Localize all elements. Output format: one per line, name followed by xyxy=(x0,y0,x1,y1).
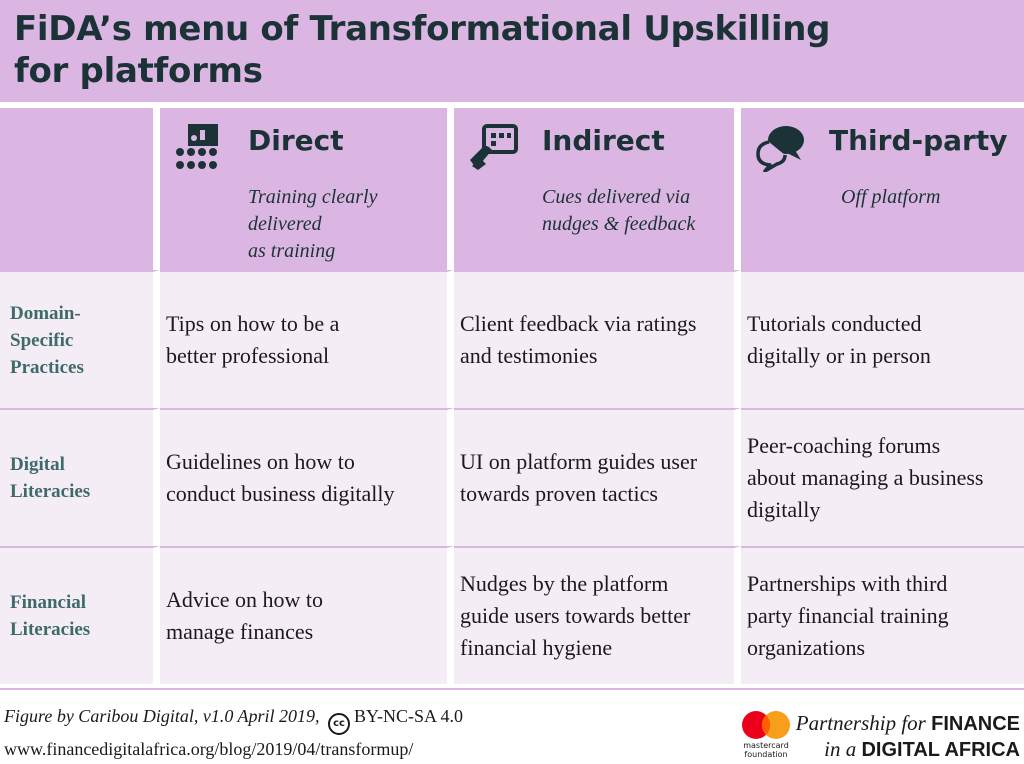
text-line: about managing a business xyxy=(747,465,984,490)
table-cell: Tutorials conducted digitally or in pers… xyxy=(741,270,1024,408)
column-label-indirect: Indirect xyxy=(542,124,665,157)
text-line: digitally xyxy=(747,497,821,522)
label-line: Specific xyxy=(10,329,74,351)
sub-line: delivered xyxy=(248,213,322,235)
table-bottom-divider xyxy=(0,688,1024,690)
cell-text: Client feedback via ratings and testimon… xyxy=(454,308,704,372)
label-line: Literacies xyxy=(10,481,91,502)
mastercard-logo-icon xyxy=(742,711,790,739)
pfda-caps: DIGITAL AFRICA xyxy=(861,739,1020,761)
figure-credit: Figure by Caribou Digital, v1.0 April 20… xyxy=(4,702,463,764)
table-cell: Partnerships with third party financial … xyxy=(741,546,1024,684)
text-line: organizations xyxy=(747,635,866,660)
text-line: manage finances xyxy=(166,619,314,644)
row-label: Domain- Specific Practices xyxy=(10,300,84,381)
row-label-cell: Financial Literacies xyxy=(0,546,160,684)
text-line: better professional xyxy=(166,343,330,368)
page-title: FiDA’s menu of Transformational Upskilli… xyxy=(14,8,1024,92)
text-line: Tips on how to be a xyxy=(166,311,340,336)
label-line: Literacies xyxy=(10,619,91,640)
figure-by-text: Figure by Caribou Digital, v1.0 April 20… xyxy=(4,706,320,726)
table-cell: Advice on how to manage finances xyxy=(160,546,454,684)
table-cell: UI on platform guides user towards prove… xyxy=(454,408,741,546)
source-url[interactable]: www.financedigitalafrica.org/blog/2019/0… xyxy=(4,739,414,759)
table-header-row: Direct Training clearly delivered as tra… xyxy=(0,108,1024,270)
cell-text: Peer-coaching forums about managing a bu… xyxy=(741,430,991,526)
text-line: financial hygiene xyxy=(460,635,613,660)
table-cell: Peer-coaching forums about managing a bu… xyxy=(741,408,1024,546)
pfda-caps: FINANCE xyxy=(931,713,1020,735)
sub-line: Training clearly xyxy=(248,186,378,208)
text-line: towards proven tactics xyxy=(460,481,658,506)
text-line: party financial training xyxy=(747,603,949,628)
table-cell: Guidelines on how to conduct business di… xyxy=(160,408,454,546)
cell-text: Advice on how to manage finances xyxy=(160,584,331,648)
column-header-direct: Direct Training clearly delivered as tra… xyxy=(160,108,454,270)
text-line: digitally or in person xyxy=(747,343,931,368)
tablet-hand-icon xyxy=(470,124,518,170)
text-line: Tutorials conducted xyxy=(747,311,922,336)
mastercard-foundation-text: mastercard foundation xyxy=(738,741,794,759)
label-line: Financial xyxy=(10,592,87,613)
cell-text: Tutorials conducted digitally or in pers… xyxy=(741,308,939,372)
partnership-logo-text: Partnership for FINANCE in a DIGITAL AFR… xyxy=(796,711,1020,763)
row-label-cell: Domain- Specific Practices xyxy=(0,270,160,408)
text-line: and testimonies xyxy=(460,343,598,368)
title-banner: FiDA’s menu of Transformational Upskilli… xyxy=(0,0,1024,102)
column-label-third-party: Third-party xyxy=(829,124,1008,157)
sub-line: Cues delivered via xyxy=(542,186,691,208)
text-line: conduct business digitally xyxy=(166,481,395,506)
table-row: Financial Literacies Advice on how to ma… xyxy=(0,546,1024,684)
speech-bubbles-icon xyxy=(756,126,804,172)
cell-text: Partnerships with third party financial … xyxy=(741,568,957,664)
text-line: Peer-coaching forums xyxy=(747,433,941,458)
license-text: BY-NC-SA 4.0 xyxy=(354,706,464,726)
table-cell: Tips on how to be a better professional xyxy=(160,270,454,408)
text-line: Guidelines on how to xyxy=(166,449,355,474)
mc-line: mastercard xyxy=(743,741,789,750)
cell-text: Guidelines on how to conduct business di… xyxy=(160,446,403,510)
sub-line: Off platform xyxy=(841,186,941,208)
mc-line: foundation xyxy=(744,750,788,759)
table-row: Digital Literacies Guidelines on how to … xyxy=(0,408,1024,546)
table-cell: Client feedback via ratings and testimon… xyxy=(454,270,741,408)
column-sub-indirect: Cues delivered via nudges & feedback xyxy=(542,184,695,238)
creative-commons-icon: cc xyxy=(328,713,350,735)
label-line: Digital xyxy=(10,454,65,475)
pfda-italic: in a xyxy=(824,737,857,761)
text-line: Partnerships with third xyxy=(747,571,948,596)
sub-line: as training xyxy=(248,240,336,262)
header-corner-cell xyxy=(0,108,160,270)
title-line-2: for platforms xyxy=(14,51,263,91)
upskilling-table: Direct Training clearly delivered as tra… xyxy=(0,108,1024,684)
text-line: Nudges by the platform xyxy=(460,571,669,596)
row-label: Financial Literacies xyxy=(10,589,90,643)
column-header-indirect: Indirect Cues delivered via nudges & fee… xyxy=(454,108,741,270)
text-line: Advice on how to xyxy=(166,587,324,612)
row-label: Digital Literacies xyxy=(10,451,90,505)
title-line-1: FiDA’s menu of Transformational Upskilli… xyxy=(14,9,831,49)
text-line: Client feedback via ratings xyxy=(460,311,697,336)
text-line: UI on platform guides user xyxy=(460,449,698,474)
column-label-direct: Direct xyxy=(248,124,344,157)
cell-text: Nudges by the platform guide users towar… xyxy=(454,568,698,664)
classroom-training-icon xyxy=(176,124,218,169)
cell-text: Tips on how to be a better professional xyxy=(160,308,347,372)
pfda-italic: Partnership for xyxy=(795,711,926,735)
label-line: Domain- xyxy=(10,302,81,324)
column-header-third-party: Third-party Off platform xyxy=(741,108,1024,270)
sub-line: nudges & feedback xyxy=(542,213,696,235)
text-line: guide users towards better xyxy=(460,603,691,628)
cell-text: UI on platform guides user towards prove… xyxy=(454,446,705,510)
column-sub-direct: Training clearly delivered as training xyxy=(248,184,377,265)
label-line: Practices xyxy=(10,356,84,378)
row-label-cell: Digital Literacies xyxy=(0,408,160,546)
table-row: Domain- Specific Practices Tips on how t… xyxy=(0,270,1024,408)
table-cell: Nudges by the platform guide users towar… xyxy=(454,546,741,684)
column-sub-third-party: Off platform xyxy=(841,184,940,211)
